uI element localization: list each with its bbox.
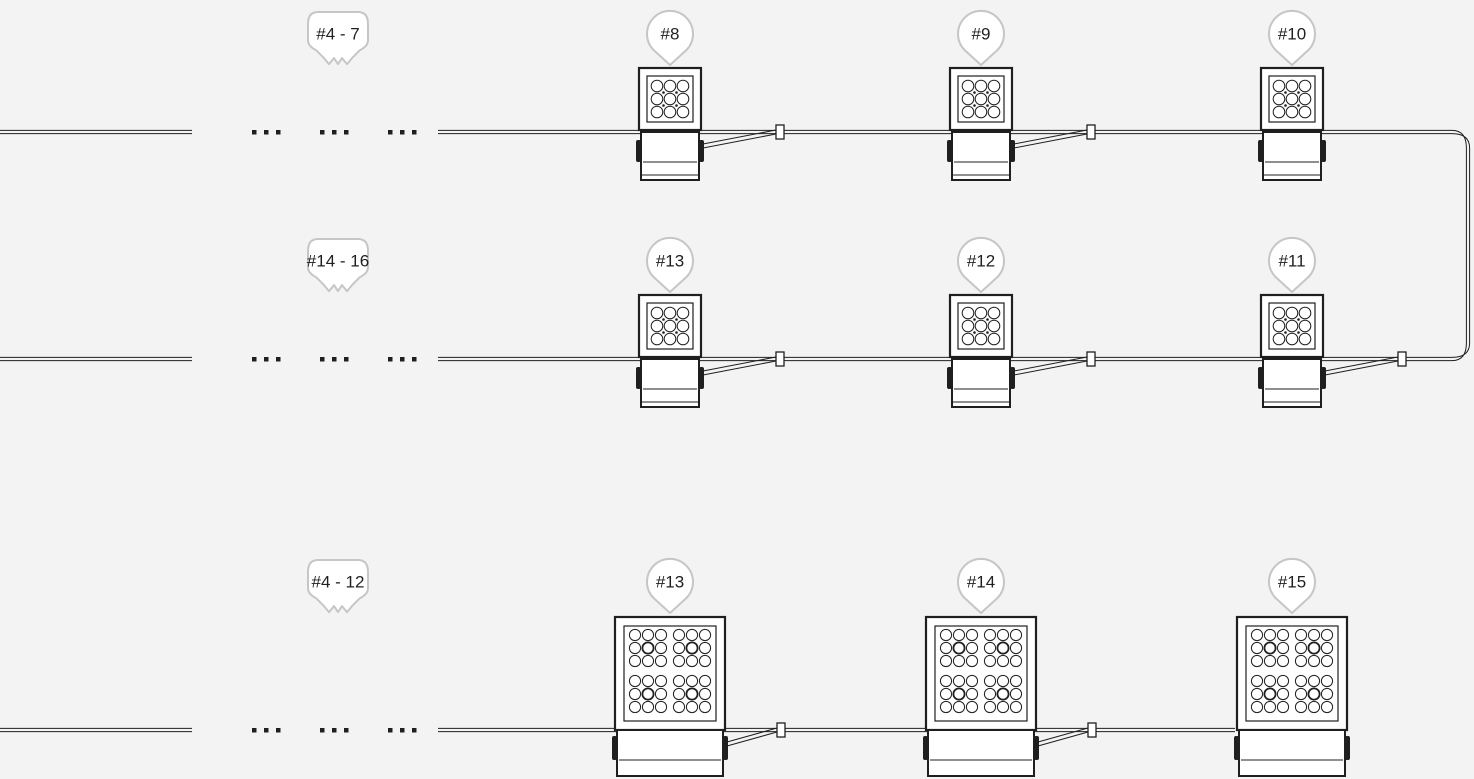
large-fixture: [923, 615, 1039, 777]
fixture-pin: #8: [646, 9, 694, 66]
pin-label: #12: [967, 252, 995, 271]
cable-left: [0, 356, 192, 362]
connector: [726, 722, 786, 747]
small-fixture: [636, 66, 704, 181]
fixture-pin: #13: [646, 557, 694, 614]
pin-label: #13: [656, 573, 684, 592]
ellipsis-1: [320, 357, 349, 362]
group-pin: #4 - 12: [307, 559, 369, 614]
small-fixture: [947, 66, 1015, 181]
small-fixture: [636, 293, 704, 408]
fixture-pin: #14: [957, 557, 1005, 614]
small-fixture: [1258, 66, 1326, 181]
pin-label: #13: [656, 252, 684, 271]
ellipsis-1: [320, 728, 349, 733]
large-fixture: [1234, 615, 1350, 777]
pin-label: #8: [661, 25, 680, 44]
pin-label: #15: [1278, 573, 1306, 592]
group-pin-label: #4 - 12: [312, 573, 365, 592]
fixture-pin: #12: [957, 236, 1005, 293]
connector: [1037, 722, 1097, 747]
row-1: #8 #9 #10 #4 - 7: [0, 9, 1452, 181]
cable-left: [0, 727, 192, 733]
small-fixture: [1258, 293, 1326, 408]
fixture-pin: #15: [1268, 557, 1316, 614]
cable-loop: [1451, 129, 1471, 362]
connector: [702, 124, 785, 149]
ellipsis-0: [252, 357, 281, 362]
large-fixture: [612, 615, 728, 777]
connector: [1324, 351, 1407, 376]
small-fixture: [947, 293, 1015, 408]
connector: [1013, 124, 1096, 149]
group-pin: #4 - 7: [307, 11, 369, 66]
group-pin-label: #4 - 7: [316, 25, 359, 44]
pin-label: #10: [1278, 25, 1306, 44]
group-pin-label: #14 - 16: [307, 252, 369, 271]
connector: [1013, 351, 1096, 376]
cable-main: [438, 727, 1235, 733]
cable-left: [0, 129, 192, 135]
group-pin: #14 - 16: [307, 238, 369, 293]
connector: [702, 351, 785, 376]
ellipsis-2: [388, 357, 417, 362]
ellipsis-0: [252, 728, 281, 733]
pin-label: #11: [1278, 252, 1305, 271]
fixture-pin: #10: [1268, 9, 1316, 66]
fixture-pin: #13: [646, 236, 694, 293]
row-2: #13 #12 #11 #14 - 16: [0, 236, 1452, 408]
ellipsis-1: [320, 130, 349, 135]
ellipsis-0: [252, 130, 281, 135]
pin-label: #9: [972, 25, 991, 44]
ellipsis-2: [388, 728, 417, 733]
pin-label: #14: [967, 573, 995, 592]
fixture-pin: #9: [957, 9, 1005, 66]
fixture-pin: #11: [1268, 236, 1316, 293]
row-3: #13 #14 #15 #4 - 12: [0, 557, 1350, 777]
ellipsis-2: [388, 130, 417, 135]
